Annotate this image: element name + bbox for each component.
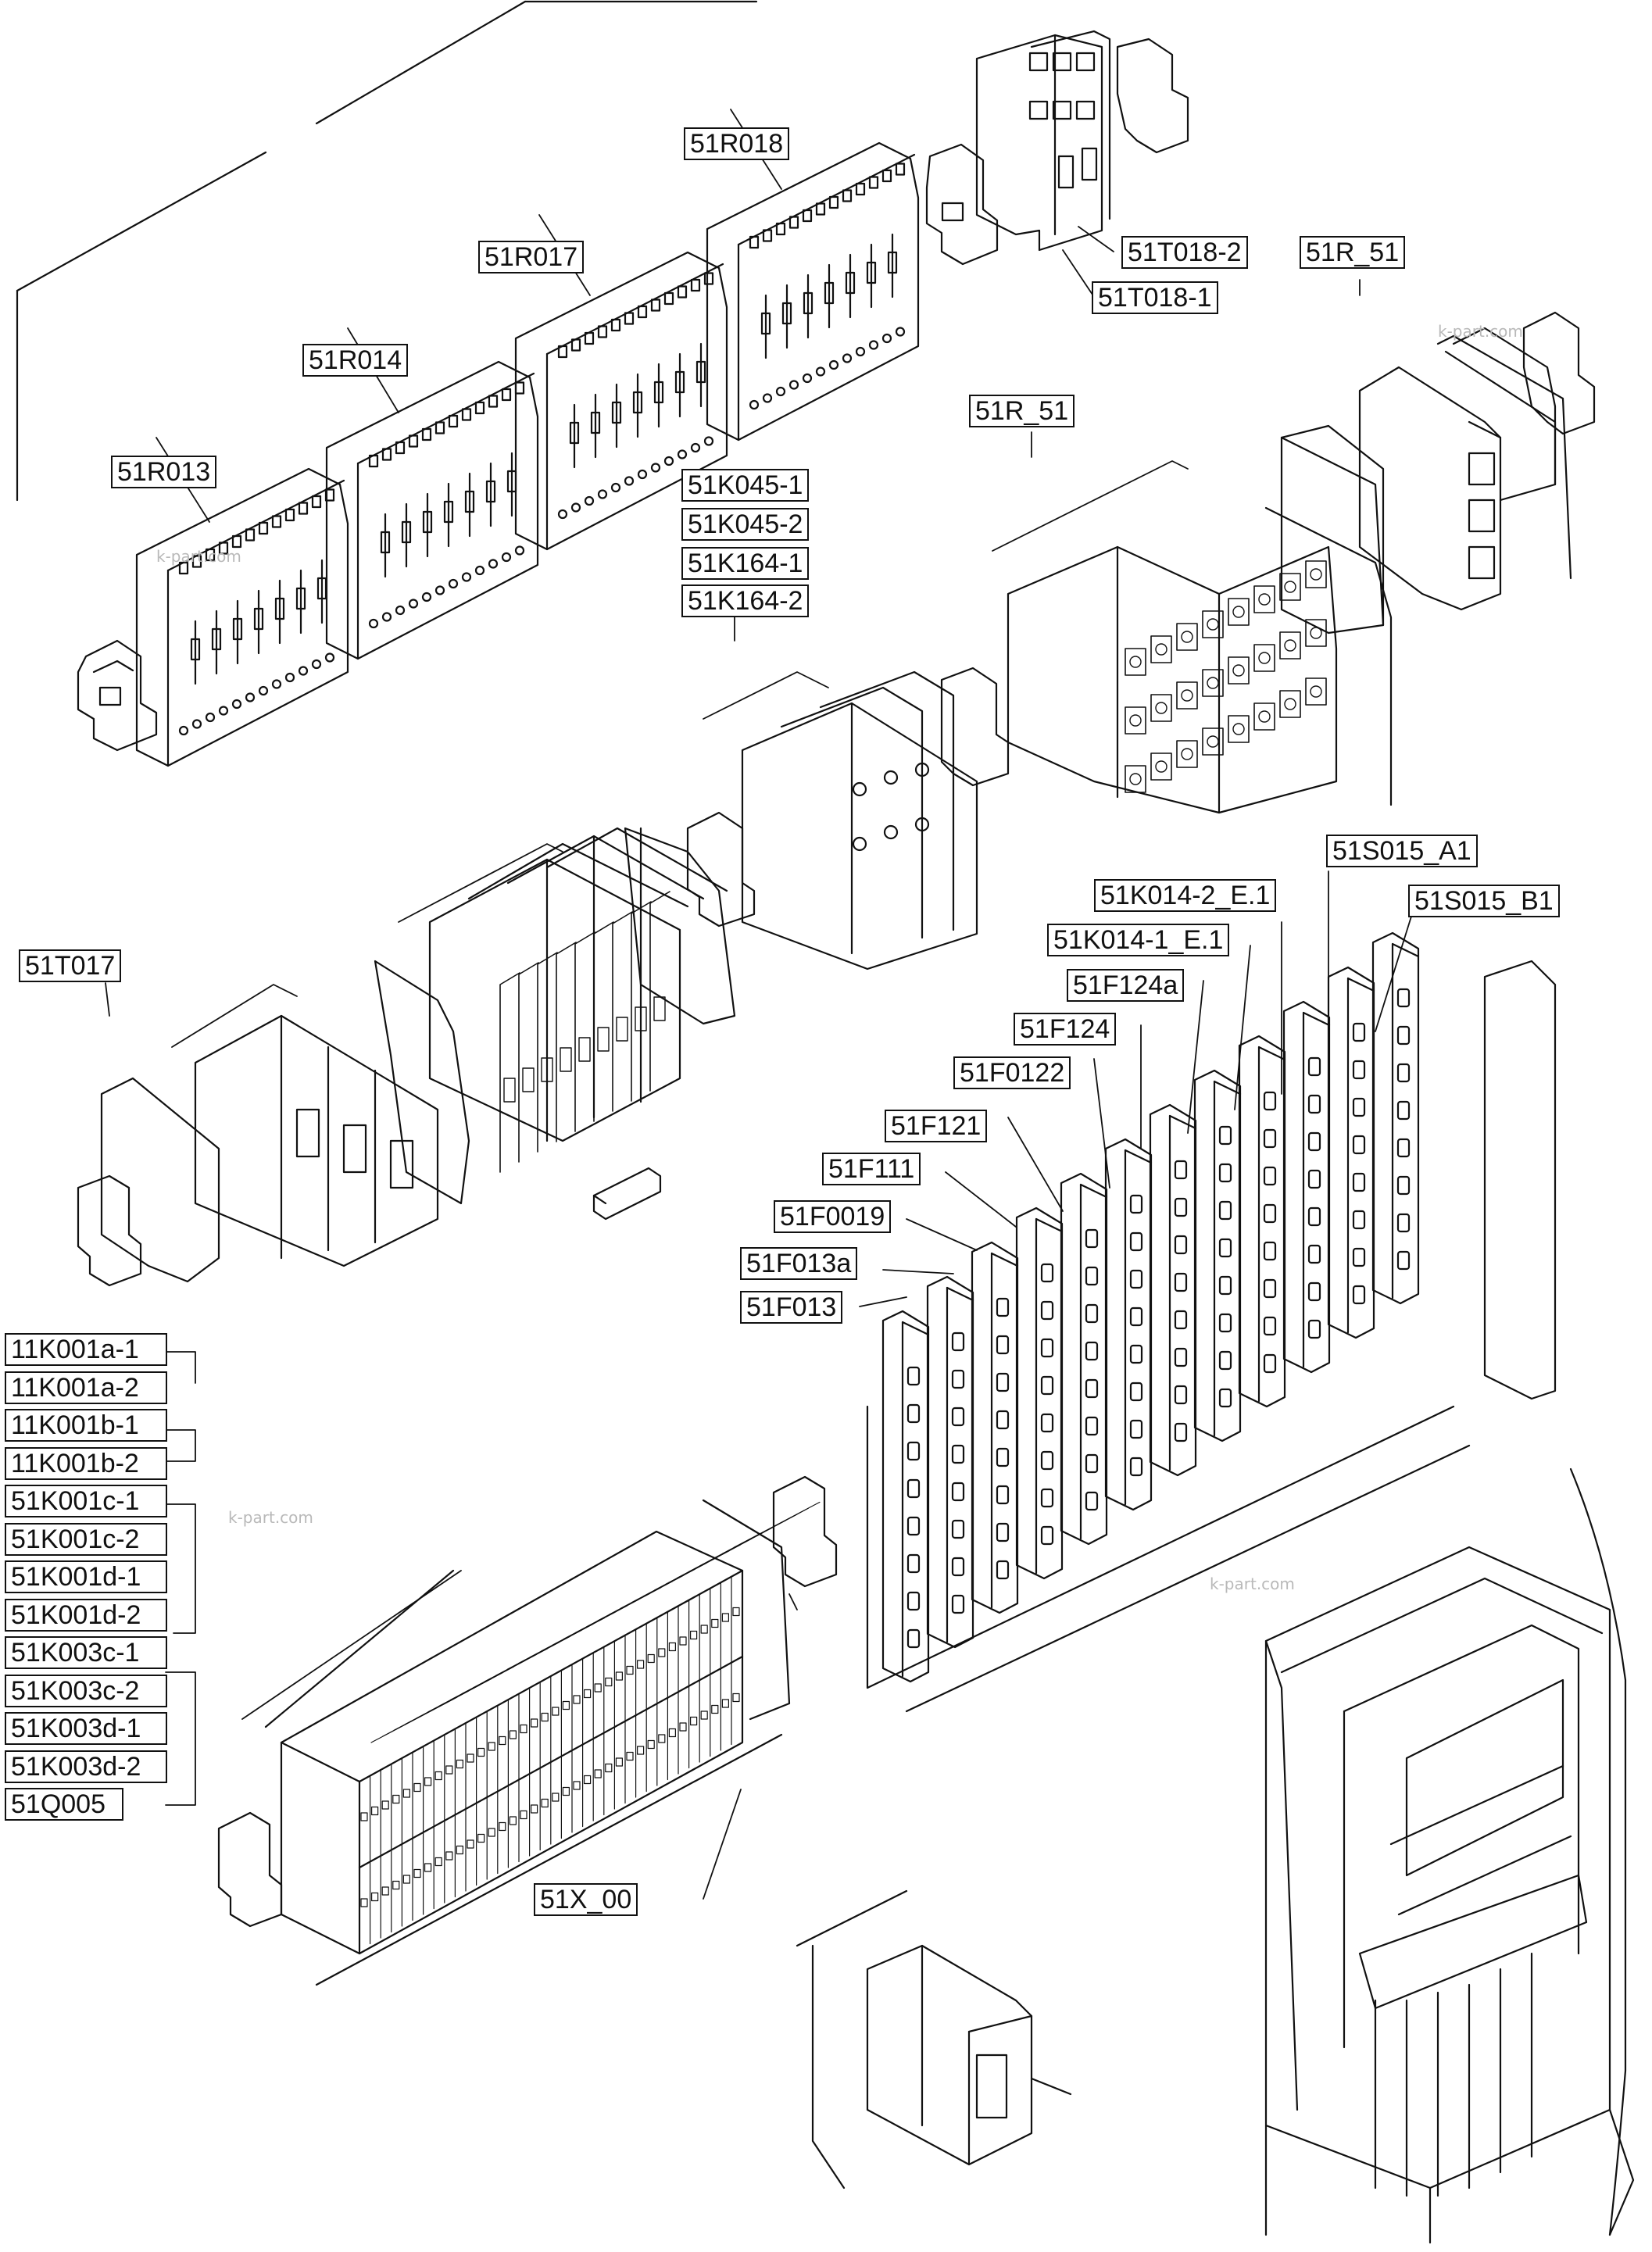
callout-51t018-2: 51T018-2 [1121,236,1248,269]
breaker-module [1282,1000,1331,1374]
housing-outline-top-left [16,0,758,502]
breaker-module [1060,1172,1108,1546]
component-list-item: 51Q005 [5,1788,123,1821]
callout-51f111: 51F111 [822,1153,921,1185]
resistor-module [514,251,728,551]
component-list-item: 11K001b-1 [5,1409,167,1442]
component-list-item: 11K001a-1 [5,1333,167,1366]
breaker-module [1371,931,1420,1305]
breaker-module [1238,1035,1286,1408]
module-51r51-middle [1007,506,1393,814]
watermark: k-part.com [1210,1575,1295,1593]
left-list-brackets [165,1351,196,1806]
end-clamp-top-left [77,639,158,752]
callout-51f0019: 51F0019 [774,1200,892,1233]
cabinet-housing [1264,1467,1635,2244]
jumper-bar [592,1167,662,1221]
callout-51s015-a1: 51S015_A1 [1326,835,1478,867]
module-51t017 [77,1014,439,1287]
callout-51k045-2: 51K045-2 [681,508,810,541]
component-list-item: 51K003d-1 [5,1712,167,1745]
watermark: k-part.com [228,1508,313,1527]
terminal-row-51x00 [217,1475,838,1986]
callout-51k045-1: 51K045-1 [681,469,810,502]
callout-51r51-upper: 51R_51 [1300,236,1406,269]
module-brackets [171,460,1189,1720]
din-rail [866,1405,1471,1713]
relay-module-bottom [796,1889,1072,2189]
component-list-item: 51K001c-2 [5,1522,167,1556]
resistor-module [706,141,920,441]
callout-51f124: 51F124 [1014,1013,1117,1046]
callout-51f0122: 51F0122 [953,1056,1071,1089]
callout-51f013a: 51F013a [740,1247,858,1280]
module-51r51-upper [1280,311,1596,634]
watermark: k-part.com [1438,322,1523,341]
callout-51r017: 51R017 [478,241,585,273]
breaker-module [1104,1138,1153,1511]
resistor-module-group [135,141,920,767]
terminal-block-group [359,560,1327,1950]
end-clamp-top-right [925,143,999,266]
breaker-module [1327,966,1375,1339]
component-list-item: 51K003c-1 [5,1636,167,1669]
breaker-module [1149,1103,1197,1477]
watermark: k-part.com [156,547,241,566]
component-list-item: 51K003c-2 [5,1674,167,1707]
callout-51s015-b1: 51S015_B1 [1408,885,1560,917]
callout-51r014: 51R014 [302,344,409,377]
callout-51k014-1-e1: 51K014-1_E.1 [1047,924,1230,956]
fuse-cluster-middle [428,827,728,1142]
side-strip [1483,960,1557,1400]
component-list-item: 51K001d-2 [5,1598,167,1632]
callout-51r018: 51R018 [684,127,790,160]
resistor-module [325,360,539,660]
callout-51f124a: 51F124a [1067,969,1185,1002]
breaker-module [971,1241,1019,1614]
component-list-item: 51K001c-1 [5,1485,167,1517]
callout-51x00: 51X_00 [534,1883,638,1916]
breaker-module [926,1275,974,1649]
relay-block-51k045-51k164 [686,667,1010,971]
callout-51r013: 51R013 [111,456,217,488]
component-list-item: 51K003d-2 [5,1750,167,1783]
callout-51t017: 51T017 [19,949,122,982]
callout-51f121: 51F121 [885,1110,988,1142]
breaker-module [1193,1069,1242,1442]
breaker-module [1015,1206,1064,1580]
callout-51r51-middle: 51R_51 [969,395,1075,427]
callout-51k164-2: 51K164-2 [681,584,810,617]
breaker-strip-group [866,931,1557,1713]
callout-51t018-1: 51T018-1 [1092,281,1218,314]
component-list-item: 51K001d-1 [5,1560,167,1593]
component-list-item: 11K001b-2 [5,1446,167,1480]
breaker-module [881,1310,930,1683]
callout-51k164-1: 51K164-1 [681,547,810,580]
leader-lines [105,109,1415,1900]
resistor-module [135,467,349,767]
callout-51k014-2-e1: 51K014-2_E.1 [1094,879,1277,912]
callout-51f013: 51F013 [740,1291,843,1324]
component-list-item: 11K001a-2 [5,1371,167,1404]
module-51t018 [975,30,1189,252]
